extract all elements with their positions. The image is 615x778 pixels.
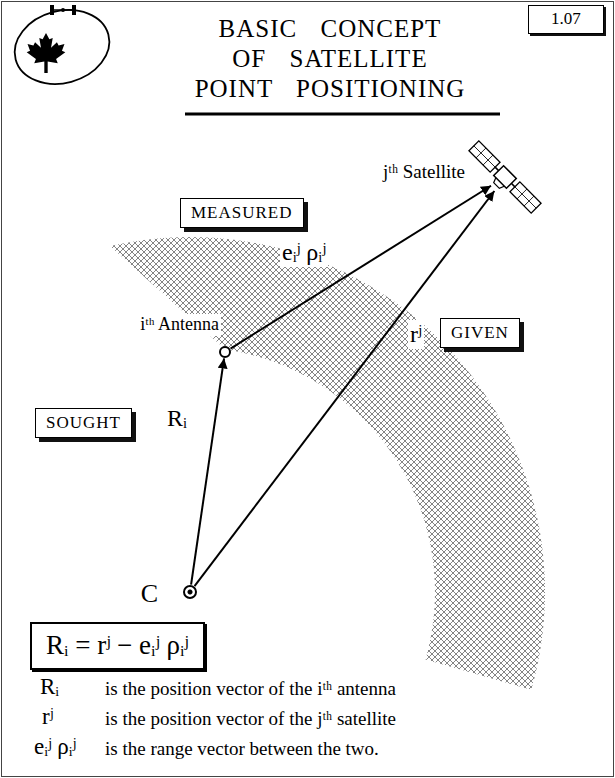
vector-label: eᵢʲ ρᵢʲ [280,238,328,267]
diagram-title: BASIC CONCEPT OF SATELLITE POINT POSITIO… [192,14,468,104]
box-text: Rᵢ = rʲ − eᵢʲ ρᵢʲ [46,628,189,663]
vector-label: Rᵢ [165,404,189,433]
title-rule [185,113,500,116]
box-text: GIVEN [451,322,509,344]
tag-box: GIVEN [440,318,520,348]
definition-text: is the position vector of the iᵗʰ antenn… [105,678,396,701]
formula-box: Rᵢ = rʲ − eᵢʲ ρᵢʲ [30,622,205,670]
box-text: SOUGHT [46,412,121,434]
tag-box: SOUGHT [35,408,132,438]
satellite-drawing [465,141,541,217]
box-text: 1.07 [551,8,581,30]
point-label: jᵗʰ Satellite [381,161,467,184]
definition-text: is the position vector of the jᵗʰ satell… [105,708,396,731]
vector-label: rʲ [408,320,424,349]
definition-text: is the range vector between the two. [105,738,379,761]
vector-symbol: Rᵢ [40,673,59,701]
logo-satellite-icon [50,5,76,15]
page-number-box: 1.07 [528,5,604,34]
vector-symbol: eᵢʲ ρᵢʲ [34,733,76,761]
vector-arrow [195,191,495,586]
vector-arrow [191,358,224,584]
point-label: C [139,578,160,609]
vector-symbol: rʲ [42,703,53,731]
antenna-point: iᵗʰ Antenna [219,346,231,358]
origin-point: C [183,585,197,599]
box-text: MEASURED [191,202,293,224]
satellite-node: jᵗʰ Satellite [491,163,519,191]
logo-ellipse [6,0,117,94]
tag-box: MEASURED [180,198,304,228]
logo [6,0,117,94]
point-label: iᵗʰ Antenna [138,314,221,336]
maple-leaf [27,33,66,73]
